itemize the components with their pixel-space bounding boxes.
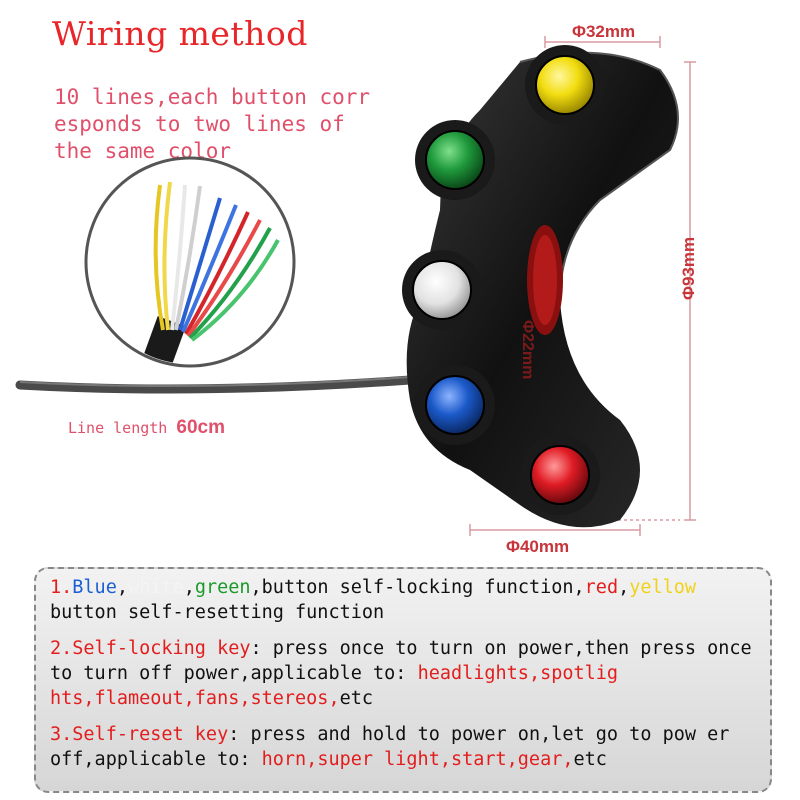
dimension-bottom: Φ40mm — [506, 537, 570, 556]
white-button — [412, 260, 472, 320]
note-2-heading: 2.Self-locking key — [50, 638, 251, 659]
line-length-label: Line length 60cm — [68, 417, 225, 439]
wiring-description: 10 lines,each button corr esponds to two… — [54, 85, 371, 163]
note-3: 3.Self-reset key: press and hold to powe… — [50, 722, 762, 772]
note-2: 2.Self-locking key: press once to turn o… — [50, 636, 762, 711]
note-1-text: ,button self-locking function, — [250, 577, 585, 598]
page-title: Wiring method — [52, 14, 308, 53]
note-1-number: 1. — [50, 577, 73, 598]
note-1-yellow: yellow — [629, 577, 697, 598]
note-1: 1.Blue,white,green,button self-locking f… — [50, 575, 762, 625]
note-1-blue: Blue — [72, 577, 117, 598]
notes: 1.Blue,white,green,button self-locking f… — [50, 575, 762, 783]
notes-box — [34, 567, 772, 793]
note-1-green: green — [194, 577, 251, 598]
note-1-sep3: , — [618, 577, 630, 598]
dimension-top: Φ32mm — [572, 22, 636, 41]
note-3-applications: horn,super light,start,gear, — [261, 749, 574, 770]
note-1-white: white — [127, 577, 184, 598]
product-illustration — [15, 36, 696, 536]
note-3-tail: etc — [573, 749, 607, 770]
wire-bundle-inset — [84, 156, 296, 368]
note-2-tail: etc — [339, 688, 374, 709]
note-1-sep1: , — [116, 577, 128, 598]
dimension-right: Φ93mm — [679, 236, 698, 300]
note-2-body: : press once to turn on power,then press… — [50, 638, 752, 684]
red-button — [530, 445, 590, 505]
note-1-sep2: , — [183, 577, 195, 598]
note-3-body: : press and hold to power on,let go to p… — [50, 724, 730, 770]
blue-button — [425, 375, 485, 435]
line-length-value: 60cm — [176, 417, 225, 438]
note-1-red: red — [584, 577, 619, 598]
yellow-button — [535, 55, 595, 115]
note-2-applications: headlights,spotlig hts,flameout,fans,ste… — [50, 663, 619, 709]
note-3-heading: 3.Self-reset key — [50, 724, 229, 745]
line-length-text: Line length — [68, 419, 177, 437]
green-button — [425, 130, 485, 190]
button-caps — [412, 55, 595, 505]
note-1-text2: button self-resetting function — [50, 602, 385, 623]
dimension-center: Φ22mm — [519, 320, 536, 380]
